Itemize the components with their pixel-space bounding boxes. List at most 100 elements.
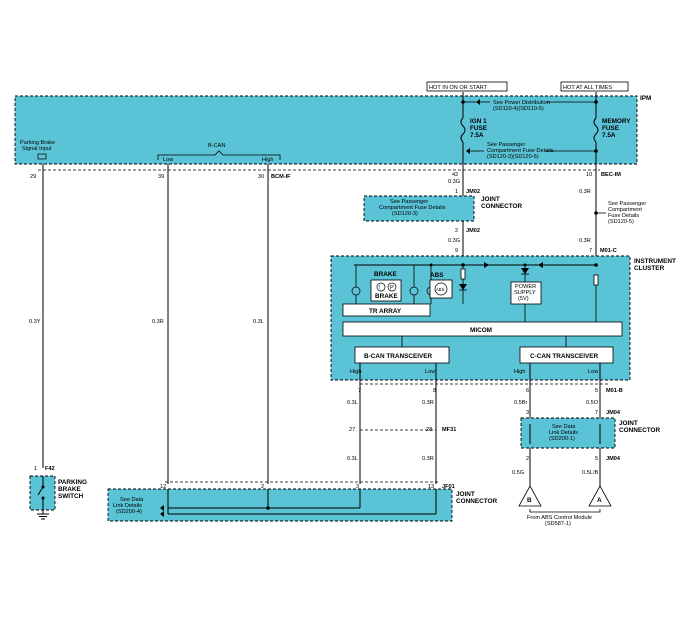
cluster-bus-dot-2 — [594, 263, 598, 267]
jf01-joint-box — [107, 488, 453, 522]
resistor-1 — [460, 268, 466, 280]
abs-triangle-a — [588, 485, 612, 507]
wire-label-0-5br: 0.5Br — [514, 400, 528, 406]
abs-ref-2: (SD587-1) — [545, 521, 571, 527]
parking-input-label-1: Parking Brake — [20, 140, 55, 146]
jf01-label: JF01 — [442, 484, 455, 490]
pin-3-jf01: 3 — [356, 484, 359, 490]
wire-label-0-3g-b: 0.3G — [448, 238, 460, 244]
hot-always-label: HOT AT ALL TIMES — [563, 85, 612, 91]
brake-label: BRAKE — [374, 271, 397, 278]
abs-bracket — [529, 509, 601, 513]
fuse-ref-2: Compartment Fuse Details — [487, 148, 554, 154]
brake-warning-mark: ! — [379, 285, 381, 291]
abs-label: ABS — [430, 272, 444, 279]
mf31-label: MF31 — [442, 427, 456, 433]
power-ref-2: (SD110-4)(SD110-5) — [493, 106, 544, 112]
wire-label-0-3g-a: 0.3G — [448, 179, 460, 185]
pin-5-jm04: 5 — [595, 456, 598, 462]
jm04-label-b: JM04 — [606, 456, 621, 462]
jm02-label-a: JM02 — [466, 189, 480, 195]
side-ref-1: See Passenger — [608, 201, 646, 207]
pin-39: 39 — [158, 174, 164, 180]
bcan-low-label: Low — [163, 157, 174, 163]
pin-42: 42 — [452, 172, 458, 178]
abs-a-label: A — [597, 497, 602, 504]
bcan-transceiver-label: B-CAN TRANSCEIVER — [364, 353, 433, 360]
ign-fuse-label-3: 7.5A — [470, 132, 484, 139]
tr-array-label: TR ARRAY — [369, 308, 402, 315]
abs-ref-1: From ABS Control Module — [527, 515, 592, 521]
memory-fuse-label-1: MEMORY — [602, 118, 631, 125]
abs-triangle-b — [518, 485, 542, 507]
fuse-ref-arrowhead — [466, 148, 470, 154]
fuse-ref-1: See Passenger — [487, 142, 525, 148]
bus-arrow-1 — [484, 262, 489, 268]
wire-label-0-3r-e: 0.3R — [422, 456, 434, 462]
jm04-label-a: JM04 — [606, 410, 621, 416]
pin-29: 29 — [30, 174, 36, 180]
wire-label-0-3y: 0.3Y — [29, 319, 41, 325]
parking-p-icon — [387, 282, 397, 292]
pin-3-jm04: 3 — [526, 410, 529, 416]
joint1-label-1: JOINT — [481, 196, 500, 203]
ccan-transceiver-box — [519, 346, 614, 364]
pin-28: 28 — [426, 427, 432, 433]
pin-6-m01b: 6 — [526, 388, 529, 394]
wire-label-0-3r-a: 0.3R — [152, 319, 164, 325]
side-ref-2: Compartment — [608, 207, 642, 213]
parking-switch-label-3: SWITCH — [58, 493, 84, 500]
wire-label-0-5lb: 0.5L/B — [582, 470, 598, 476]
pin-27: 27 — [349, 427, 355, 433]
micom-box — [342, 321, 623, 337]
pin-13-jf01: 13 — [428, 484, 434, 490]
bus-arrow-2 — [538, 262, 543, 268]
abs-icon — [434, 282, 448, 296]
pin-7-m01c: 7 — [589, 248, 592, 254]
pin-2-jm02: 2 — [455, 228, 458, 234]
joint1-label-2: CONNECTOR — [481, 203, 522, 210]
joint3-ref-2: Link Details — [113, 503, 142, 509]
wire-label-0-3r-b: 0.3R — [579, 189, 591, 195]
joint1-ref-3: (SD120-3) — [392, 211, 418, 217]
abs-b-label: B — [527, 497, 532, 504]
pin-10: 10 — [586, 172, 592, 178]
jf01-arrow-2 — [160, 511, 164, 517]
joint3-ref-1: See Data — [120, 497, 144, 503]
abs-icon-box — [429, 279, 453, 299]
cluster-label-1: INSTRUMENT — [634, 258, 676, 265]
jf01-dot-1 — [266, 506, 270, 510]
wire-label-0-3r-d: 0.3R — [422, 400, 434, 406]
wire-label-0-3r-c: 0.3R — [579, 238, 591, 244]
joint2-label-2: CONNECTOR — [619, 427, 660, 434]
jm02-joint-box — [363, 195, 475, 222]
bcan-label: B-CAN — [208, 143, 225, 149]
pin-12-jf01: 12 — [160, 484, 166, 490]
bec-im-label: BEC-IM — [601, 172, 621, 178]
power-ref-arrowhead — [476, 99, 480, 105]
joint3-label-2: CONNECTOR — [456, 498, 497, 505]
joint1-ref-1: See Passenger — [390, 199, 428, 205]
power-supply-2: SUPPLY — [514, 290, 536, 296]
wire-label-0-3l-c: 0.3L — [347, 456, 358, 462]
memory-fuse-label-3: 7.5A — [602, 132, 616, 139]
tr-array-box — [342, 303, 431, 317]
brake-icon-box — [370, 279, 402, 302]
side-ref-4: (SD120-5) — [608, 219, 634, 225]
joint3-label-1: JOINT — [456, 491, 475, 498]
bcan-bracket — [157, 150, 281, 160]
joint2-label-1: JOINT — [619, 420, 638, 427]
wire-label-0-5o: 0.5O — [586, 400, 599, 406]
hot-ign-label: HOT IN ON OR START — [429, 85, 488, 91]
pin-7-m01b: 7 — [358, 388, 361, 394]
bcan-high-out: High — [350, 369, 362, 375]
pin-7-jm04: 7 — [595, 410, 598, 416]
pin-1-jm02: 1 — [455, 189, 458, 195]
joint1-ref-2: Compartment Fuse Details — [379, 205, 446, 211]
jf01-arrow-1 — [160, 505, 164, 511]
abs-icon-text: ABS — [436, 287, 445, 292]
m01b-label: M01-B — [606, 388, 623, 394]
pin-1-f42: 1 — [34, 466, 37, 472]
f42-label: F42 — [45, 466, 55, 472]
